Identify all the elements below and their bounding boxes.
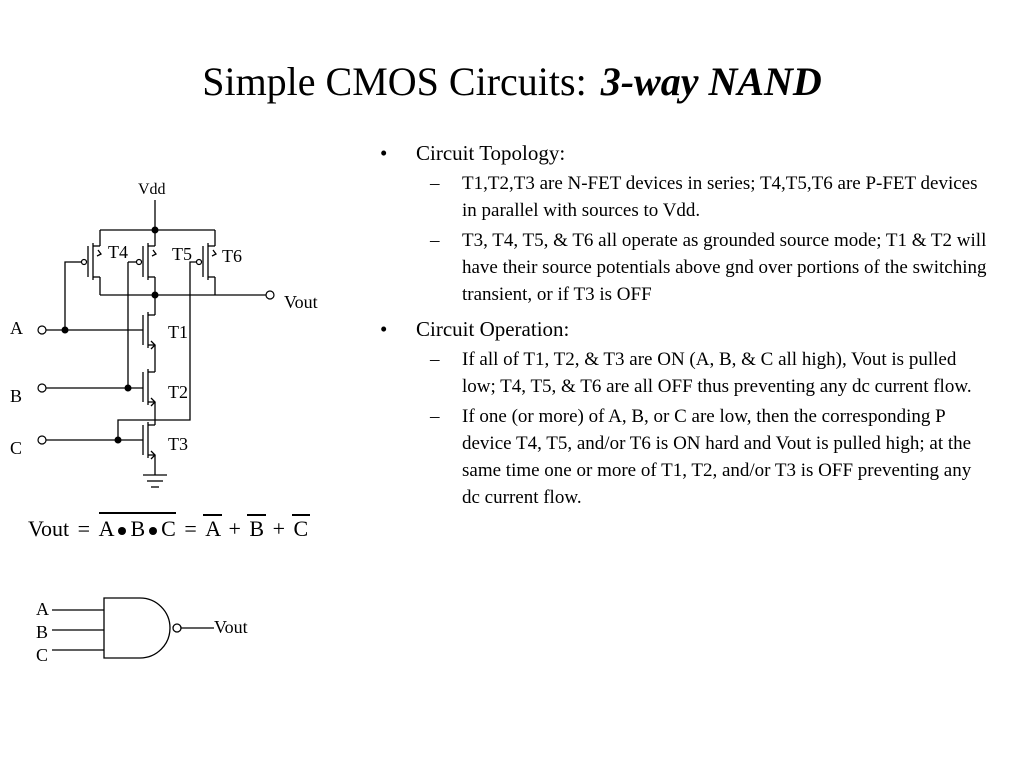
pfet-t6: T6 xyxy=(195,243,242,295)
notes-list: Circuit Topology: T1,T2,T3 are N-FET dev… xyxy=(376,140,988,511)
section-item: T3, T4, T5, & T6 all operate as grounded… xyxy=(376,227,988,308)
formula-lhs: Vout xyxy=(28,516,70,541)
nfet-t2: T2 xyxy=(142,369,188,407)
formula-not-b: B xyxy=(249,516,265,541)
label-t4: T4 xyxy=(108,242,128,262)
vout-label: Vout xyxy=(284,292,318,312)
title-emphasis: 3-way NAND xyxy=(600,59,822,104)
gate-body xyxy=(103,597,171,659)
notes-panel: Circuit Topology: T1,T2,T3 are N-FET dev… xyxy=(376,136,988,511)
gate-output-label: Vout xyxy=(214,617,248,637)
section-heading: Circuit Operation: xyxy=(376,316,988,343)
gate-input-a: A xyxy=(36,599,49,619)
formula-c: C xyxy=(161,516,176,541)
gate-input-b: B xyxy=(36,622,48,642)
formula-a: A xyxy=(98,516,115,541)
formula-not-c: C xyxy=(293,516,309,541)
input-a-label: A xyxy=(10,318,23,338)
label-t6: T6 xyxy=(222,246,242,266)
input-c-terminal xyxy=(37,435,47,445)
formula-equals-2: = xyxy=(184,516,197,541)
title-main: Simple CMOS Circuits: xyxy=(202,59,587,104)
formula-b: B xyxy=(130,516,146,541)
formula-equals: = xyxy=(77,516,91,541)
formula-not-a: A xyxy=(205,516,220,541)
label-t1: T1 xyxy=(168,322,188,342)
label-t2: T2 xyxy=(168,382,188,402)
section-item: If all of T1, T2, & T3 are ON (A, B, & C… xyxy=(376,346,988,400)
input-c-to-t6 xyxy=(117,261,196,440)
formula-plus: + xyxy=(228,516,241,541)
input-b-terminal xyxy=(37,383,47,393)
input-b-label: B xyxy=(10,386,22,406)
gate-input-c: C xyxy=(36,645,48,665)
and-dot xyxy=(118,526,127,535)
vout-terminal xyxy=(265,290,275,300)
nfet-t1: T1 xyxy=(142,312,188,350)
section-item: T1,T2,T3 are N-FET devices in series; T4… xyxy=(376,170,988,224)
pfet-t5: T5 xyxy=(128,243,192,295)
slide-title: Simple CMOS Circuits: 3-way NAND xyxy=(0,56,1024,108)
cmos-nand-schematic: Vdd T4 T5 T6 xyxy=(10,181,318,488)
nand-gate-symbol: A B C Vout xyxy=(36,597,248,665)
pfet-t4: T4 xyxy=(70,242,128,295)
input-a-to-t4 xyxy=(64,261,70,330)
vdd-label: Vdd xyxy=(138,181,166,198)
formula-plus: + xyxy=(272,516,285,541)
gate-inversion-bubble xyxy=(172,623,182,633)
and-dot xyxy=(149,526,158,535)
label-t5: T5 xyxy=(172,244,192,264)
section-item: If one (or more) of A, B, or C are low, … xyxy=(376,403,988,511)
nfet-t3: T3 xyxy=(142,422,188,460)
section-heading: Circuit Topology: xyxy=(376,140,988,167)
label-t3: T3 xyxy=(168,434,188,454)
input-a-terminal xyxy=(37,325,47,335)
input-c-label: C xyxy=(10,438,22,458)
